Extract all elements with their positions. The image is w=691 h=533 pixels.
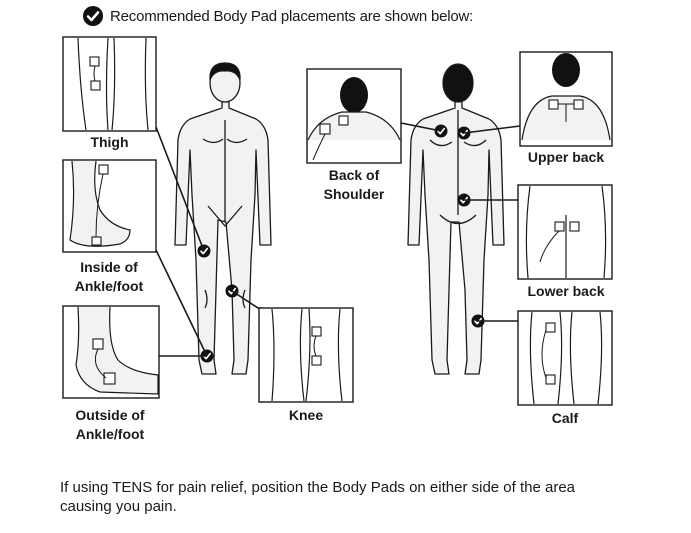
label-calf: Calf (518, 409, 612, 428)
label-inside-ankle: Inside of Ankle/foot (55, 258, 163, 296)
label-upper-back-text: Upper back (527, 149, 605, 165)
footer-line-1: If using TENS for pain relief, position … (60, 479, 576, 496)
label-lower-back-text: Lower back (527, 283, 605, 299)
inset-back-shoulder (306, 68, 402, 164)
label-back-shoulder-line2: Shoulder (323, 186, 385, 202)
label-inside-ankle-line2: Ankle/foot (74, 278, 144, 294)
check-circle-icon (83, 6, 103, 26)
label-lower-back: Lower back (514, 282, 618, 301)
inset-upper-back (519, 51, 613, 147)
label-thigh: Thigh (63, 133, 156, 152)
label-inside-ankle-line1: Inside of (80, 259, 138, 275)
label-upper-back: Upper back (514, 148, 618, 167)
header-text: Recommended Body Pad placements are show… (110, 7, 474, 25)
inset-thigh (62, 36, 157, 132)
inset-inside-ankle (62, 159, 157, 253)
header: Recommended Body Pad placements are show… (82, 4, 473, 28)
label-back-shoulder: Back of Shoulder (300, 166, 408, 204)
label-outside-ankle-line2: Ankle/foot (75, 426, 145, 442)
label-knee-text: Knee (288, 407, 324, 423)
label-calf-text: Calf (551, 410, 579, 426)
inset-lower-back (517, 184, 613, 280)
label-outside-ankle-line1: Outside of (75, 407, 145, 423)
front-body-figure (174, 62, 272, 375)
inset-knee (258, 307, 354, 403)
footer-line-2: causing you pain. (60, 498, 177, 515)
inset-outside-ankle (62, 305, 160, 399)
label-thigh-text: Thigh (90, 134, 129, 150)
footer-note: If using TENS for pain relief, position … (60, 478, 620, 516)
inset-calf (517, 310, 613, 406)
back-body-figure (407, 63, 505, 375)
label-back-shoulder-line1: Back of (328, 167, 380, 183)
label-outside-ankle: Outside of Ankle/foot (55, 406, 165, 444)
label-knee: Knee (259, 406, 353, 425)
